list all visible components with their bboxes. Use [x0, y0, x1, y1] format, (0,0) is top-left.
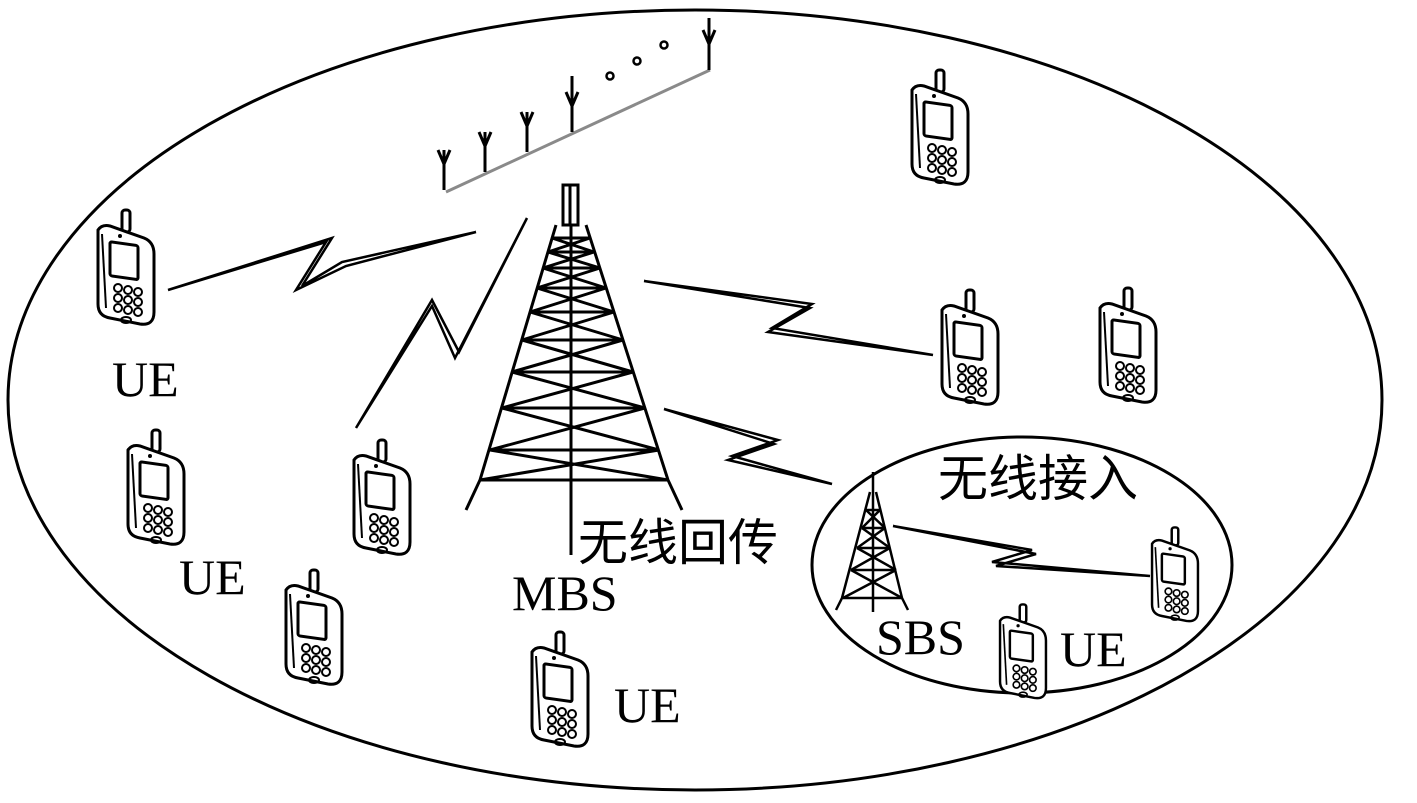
- macro-tower-icon: [464, 183, 684, 555]
- antenna-array-icon: [436, 18, 717, 194]
- mobile-phone-icon: [530, 630, 590, 748]
- ue-label-mid-left: UE: [179, 549, 246, 605]
- ue-label-top-left: UE: [112, 351, 179, 407]
- mobile-phone-icon: [126, 428, 186, 546]
- small-tower-icon: [834, 472, 910, 612]
- mobile-phone-icon: [284, 568, 344, 686]
- link-to-ue-top-left: [167, 230, 477, 293]
- wireless-access-label: 无线接入: [938, 451, 1138, 507]
- macro-cell-boundary: [6, 8, 1384, 792]
- mobile-phone-icon: [352, 438, 412, 556]
- mobile-phone-icon: [910, 68, 970, 186]
- mobile-phone-icon: [940, 288, 1000, 406]
- access-link: [892, 524, 1151, 578]
- wireless-backhaul-label: 无线回传: [578, 515, 778, 571]
- mobile-phone-icon: [96, 208, 156, 326]
- sbs-label: SBS: [876, 609, 965, 665]
- mbs-label: MBS: [512, 565, 618, 621]
- link-to-ue-right: [643, 279, 934, 357]
- link-to-ue-center: [354, 217, 529, 429]
- mobile-phone-icon: [1098, 286, 1158, 404]
- ue-label-bottom-center: UE: [614, 677, 681, 733]
- backhaul-link: [663, 407, 833, 486]
- ue-label-small-cell: UE: [1060, 621, 1127, 677]
